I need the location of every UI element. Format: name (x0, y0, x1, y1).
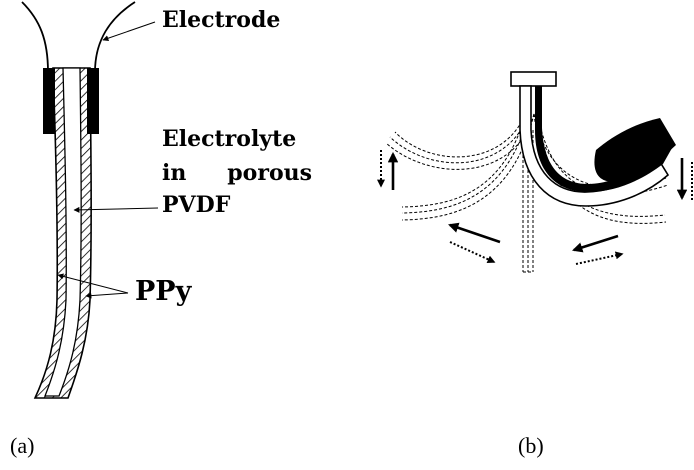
clamp-block (510, 71, 557, 87)
actuator-bent-outer (519, 85, 670, 207)
ppy-leader-lower (85, 292, 129, 299)
electrode-clamp-left (43, 68, 55, 134)
actuator-dark-blob (594, 118, 676, 182)
arrow-br-solid (572, 234, 619, 253)
caption-a: (a) (10, 433, 34, 458)
label-ppy: PPy (135, 276, 193, 307)
arrow-bl-dotted (449, 241, 496, 263)
electrode-leader (102, 21, 156, 42)
label-porous: porous (227, 160, 312, 186)
panel-a: Electrode Electrolyte in porous PVDF PPy… (10, 1, 312, 458)
electrolyte-leader (73, 206, 159, 213)
caption-b: (b) (518, 433, 544, 458)
label-pvdf: PVDF (162, 192, 231, 218)
electrode-clamp-right (87, 68, 99, 134)
electrolyte-core (44, 67, 82, 397)
electrode-wire-right (94, 1, 136, 73)
arrow-br-dotted (575, 251, 624, 265)
label-electrode: Electrode (162, 7, 280, 33)
ppy-leader-upper (57, 273, 129, 294)
label-electrolyte: Electrolyte (162, 126, 296, 152)
label-in: in (162, 160, 186, 186)
panel-b: (b) (377, 71, 693, 458)
electrode-wire-left (21, 1, 49, 73)
arrow-bl-solid (448, 222, 501, 244)
